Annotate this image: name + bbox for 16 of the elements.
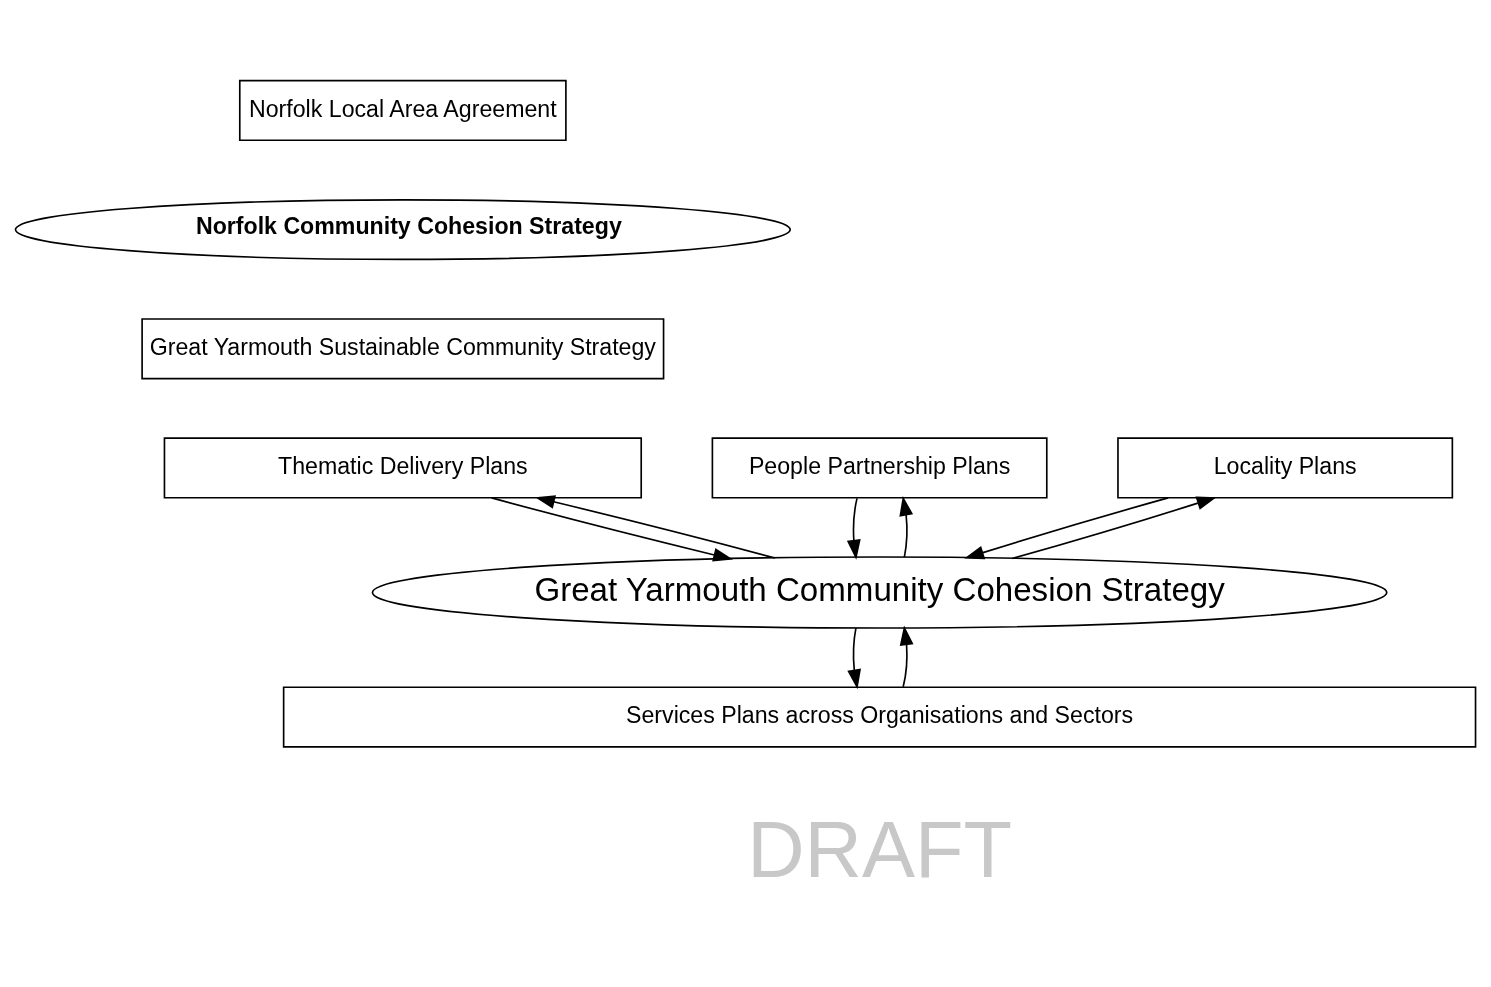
arrow — [535, 494, 776, 559]
node-box: Thematic Delivery Plans — [163, 436, 643, 499]
node-ellipse: Norfolk Community Cohesion Strategy — [14, 198, 792, 260]
node-box: Great Yarmouth Sustainable Community Strategy — [141, 317, 665, 379]
node-box: Norfolk Local Area Agreement — [238, 79, 567, 141]
arrow — [899, 624, 914, 688]
arrow — [964, 496, 1169, 559]
arrow — [846, 497, 861, 560]
node-box: Services Plans across Organisations and Sectors — [282, 685, 1477, 748]
arrow — [847, 626, 862, 689]
node-box: Locality Plans — [1117, 436, 1454, 499]
arrow — [1011, 496, 1217, 559]
node-box: People Partnership Plans — [711, 436, 1048, 499]
arrow — [899, 495, 914, 558]
arrow — [490, 496, 734, 562]
node-ellipse: Great Yarmouth Community Cohesion Strategy — [371, 555, 1388, 629]
